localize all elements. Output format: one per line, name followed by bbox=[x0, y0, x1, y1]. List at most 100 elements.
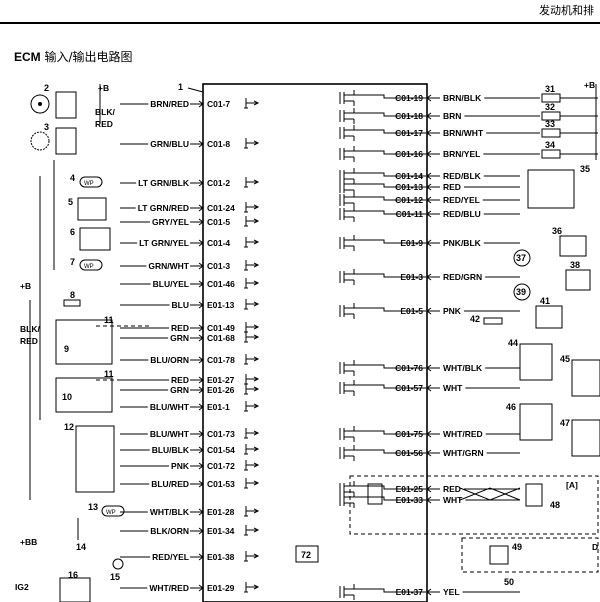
left-pin-label: E01-26 bbox=[207, 385, 235, 395]
sensor-7: WP 7 bbox=[70, 257, 103, 271]
comp-49: 49 bbox=[512, 542, 522, 552]
left-pin-label: C01-7 bbox=[207, 99, 230, 109]
sensor-10: 10 11 bbox=[55, 369, 150, 413]
left-wire-label: WHT/RED bbox=[149, 583, 189, 593]
left-pin-label: C01-68 bbox=[207, 333, 235, 343]
left-wire-label: RED bbox=[171, 323, 189, 333]
comp-45: 45 bbox=[560, 354, 570, 364]
wp-4: WP bbox=[84, 181, 94, 187]
comp-50: 50 bbox=[504, 577, 514, 587]
comp-37: 37 bbox=[516, 253, 526, 263]
left-row: RED C01-49 bbox=[120, 322, 260, 333]
label-d: D bbox=[592, 542, 598, 552]
left-wire-label: PNK bbox=[171, 461, 190, 471]
right-wire-label: BRN bbox=[443, 111, 461, 121]
right-wire-label: RED/BLK bbox=[443, 171, 482, 181]
left-wire-label: LT GRN/YEL bbox=[139, 238, 189, 248]
right-wire-label: WHT/RED bbox=[443, 429, 483, 439]
right-wire-label: PNK bbox=[443, 306, 462, 316]
left-wire-label: BLU/WHT bbox=[150, 429, 190, 439]
right-wire-label: BRN/YEL bbox=[443, 149, 480, 159]
right-wire-label: RED/BLU bbox=[443, 209, 481, 219]
left-pin-label: C01-8 bbox=[207, 139, 230, 149]
motor-39: 39 bbox=[513, 283, 531, 301]
right-wire-label: RED/YEL bbox=[443, 195, 480, 205]
comp-48: 48 bbox=[550, 500, 560, 510]
left-pin-label: C01-73 bbox=[207, 429, 235, 439]
right-wire-label: WHT/GRN bbox=[443, 448, 484, 458]
label-red-1: RED bbox=[95, 119, 113, 129]
left-row: BRN/RED C01-7 bbox=[120, 98, 260, 109]
right-wire-label: PNK/BLK bbox=[443, 238, 482, 248]
label-plusbb: +BB bbox=[20, 537, 37, 547]
left-pin-label: C01-78 bbox=[207, 355, 235, 365]
comp-13: 13 bbox=[88, 502, 98, 512]
right-comp-label: 32 bbox=[545, 102, 555, 112]
label-plusb-1: +B bbox=[98, 83, 109, 93]
heater-8: 8 bbox=[63, 290, 81, 307]
left-wire-label: BLU/ORN bbox=[150, 355, 189, 365]
left-pin-label: C01-24 bbox=[207, 203, 235, 213]
right-wire-label: YEL bbox=[443, 587, 460, 597]
comp-12: 12 bbox=[64, 422, 74, 432]
relay-36: 36 bbox=[552, 226, 587, 257]
left-wire-label: BRN/RED bbox=[150, 99, 189, 109]
comp-38: 38 bbox=[570, 260, 580, 270]
left-wire-label: GRN/BLU bbox=[150, 139, 189, 149]
comp-35: 35 bbox=[580, 164, 590, 174]
right-wire-label: WHT bbox=[443, 495, 463, 505]
left-pin-label: E01-13 bbox=[207, 300, 235, 310]
left-row: BLU/ORN C01-78 bbox=[120, 354, 260, 365]
coil-46: 46 bbox=[506, 402, 553, 441]
section-header: 发动机和排 bbox=[539, 4, 594, 17]
left-pin-label: C01-54 bbox=[207, 445, 235, 455]
title-en: ECM bbox=[14, 50, 41, 64]
comp-8: 8 bbox=[70, 290, 75, 300]
coil-44: 44 bbox=[508, 338, 553, 381]
sensor-2: 2 bbox=[30, 83, 77, 119]
ecm-label: 1 bbox=[178, 82, 183, 92]
right-comp-label: 34 bbox=[545, 140, 555, 150]
left-wire-label: GRN bbox=[170, 385, 189, 395]
coil-45: 45 bbox=[560, 354, 600, 397]
right-wire-label: WHT bbox=[443, 383, 463, 393]
immobilizer-dashed-box bbox=[349, 475, 599, 535]
left-pin-label: C01-49 bbox=[207, 323, 235, 333]
comp-39: 39 bbox=[516, 287, 526, 297]
switch-14: 14 15 bbox=[76, 542, 124, 582]
relay-38: 38 bbox=[565, 260, 591, 291]
sensor-5: 5 bbox=[68, 197, 107, 221]
comp-72-box bbox=[295, 545, 319, 563]
comp-5: 5 bbox=[68, 197, 73, 207]
left-pin-label: C01-3 bbox=[207, 261, 230, 271]
sensor-9: 9 11 bbox=[55, 315, 150, 365]
left-pin-label: C01-53 bbox=[207, 479, 235, 489]
ecm-box bbox=[202, 83, 428, 602]
comp-44: 44 bbox=[508, 338, 518, 348]
dashed-box-49 bbox=[461, 537, 599, 573]
left-wire-label: WHT/BLK bbox=[150, 507, 190, 517]
header-rule bbox=[0, 22, 600, 24]
right-comp-label: 33 bbox=[545, 119, 555, 129]
comp-14: 14 bbox=[76, 542, 86, 552]
comp-4: 4 bbox=[70, 173, 75, 183]
left-wire-label: RED/YEL bbox=[152, 552, 189, 562]
